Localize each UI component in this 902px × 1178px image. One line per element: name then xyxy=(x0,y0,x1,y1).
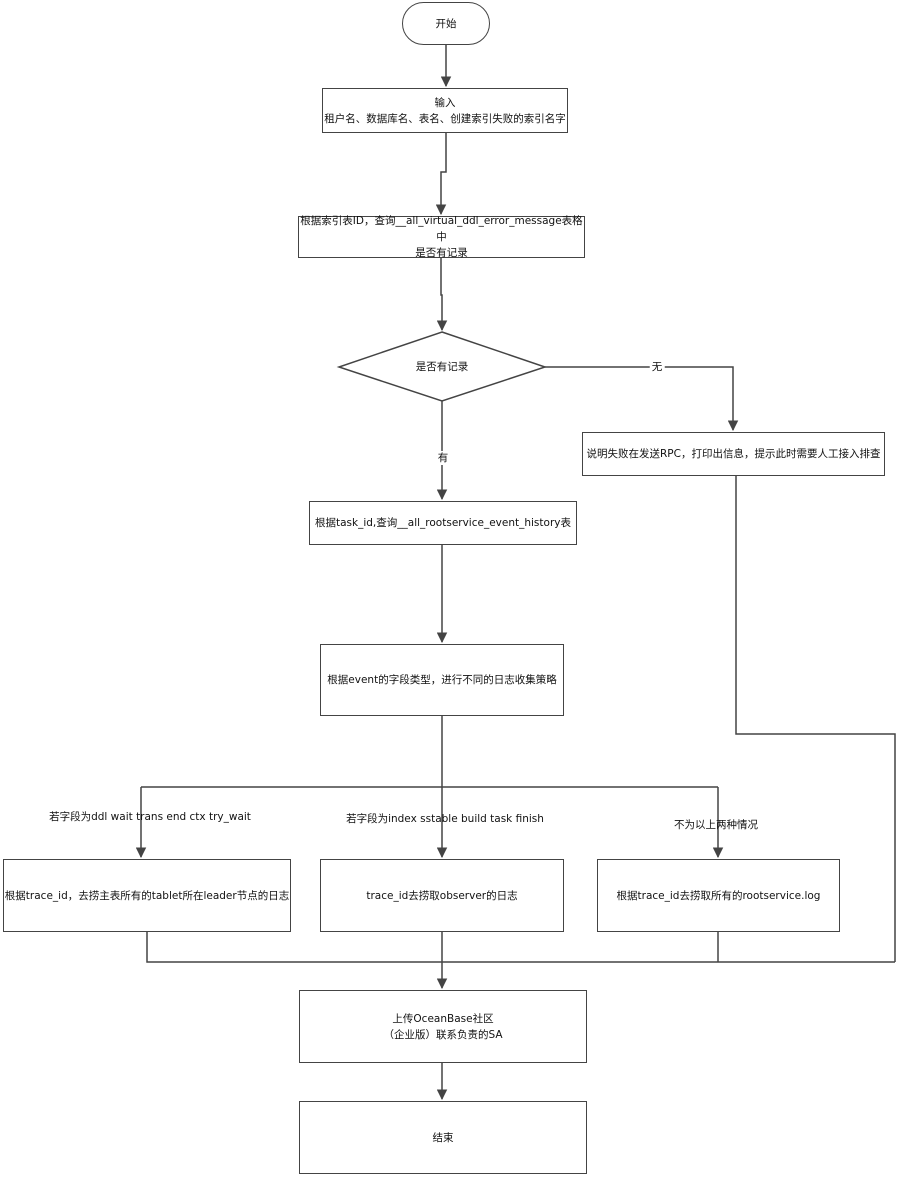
rootservice-log-node: 根据trace_id去捞取所有的rootservice.log xyxy=(597,859,840,932)
edge-input-to-query xyxy=(435,133,447,216)
event-type-label: 根据event的字段类型，进行不同的日志收集策略 xyxy=(327,674,557,686)
edge-query-to-decision xyxy=(436,258,448,332)
start-label: 开始 xyxy=(435,17,457,30)
edge-decision-to-norecord xyxy=(545,366,739,432)
query-error-line2: 是否有记录 xyxy=(415,247,468,259)
query-error-line1: 根据索引表ID，查询__all_virtual_ddl_error_messag… xyxy=(300,215,583,243)
tablet-log-node: 根据trace_id，去捞主表所有的tablet所在leader节点的日志 xyxy=(3,859,291,932)
upload-node: 上传OceanBase社区 （企业版）联系负责的SA xyxy=(299,990,587,1063)
input-description: 租户名、数据库名、表名、创建索引失败的索引名字 xyxy=(324,112,566,125)
query-event-label: 根据task_id,查询__all_rootservice_event_hist… xyxy=(315,517,571,529)
tablet-log-label: 根据trace_id，去捞主表所有的tablet所在leader节点的日志 xyxy=(4,889,290,902)
start-node: 开始 xyxy=(402,2,490,45)
edge-label-ddl-wait: 若字段为ddl wait trans end ctx try_wait xyxy=(49,811,251,823)
input-title: 输入 xyxy=(434,96,456,109)
decision-diamond xyxy=(336,331,548,402)
edge-merge-tablet xyxy=(146,932,895,963)
no-record-label: 说明失败在发送RPC，打印出信息，提示此时需要人工接入排查 xyxy=(586,448,881,460)
edge-label-yes: 有 xyxy=(435,451,451,465)
decision-label: 是否有记录 xyxy=(415,361,469,373)
edge-label-index-build: 若字段为index sstable build task finish xyxy=(346,813,544,825)
input-node: 输入 租户名、数据库名、表名、创建索引失败的索引名字 xyxy=(322,88,568,133)
observer-log-label: trace_id去捞取observer的日志 xyxy=(366,889,518,902)
event-type-node: 根据event的字段类型，进行不同的日志收集策略 xyxy=(320,644,564,716)
query-event-node: 根据task_id,查询__all_rootservice_event_hist… xyxy=(309,501,577,545)
rootservice-log-label: 根据trace_id去捞取所有的rootservice.log xyxy=(616,889,821,902)
edge-label-other: 不为以上两种情况 xyxy=(674,819,758,831)
end-label: 结束 xyxy=(432,1131,454,1144)
no-record-node: 说明失败在发送RPC，打印出信息，提示此时需要人工接入排查 xyxy=(582,432,885,476)
edge-norecord-to-merge xyxy=(735,476,896,962)
upload-line2: （企业版）联系负责的SA xyxy=(383,1028,503,1041)
edge-label-no: 无 xyxy=(649,360,665,374)
upload-line1: 上传OceanBase社区 xyxy=(392,1012,494,1025)
query-error-node: 根据索引表ID，查询__all_virtual_ddl_error_messag… xyxy=(298,215,585,259)
observer-log-node: trace_id去捞取observer的日志 xyxy=(320,859,564,932)
end-node: 结束 xyxy=(299,1101,587,1174)
